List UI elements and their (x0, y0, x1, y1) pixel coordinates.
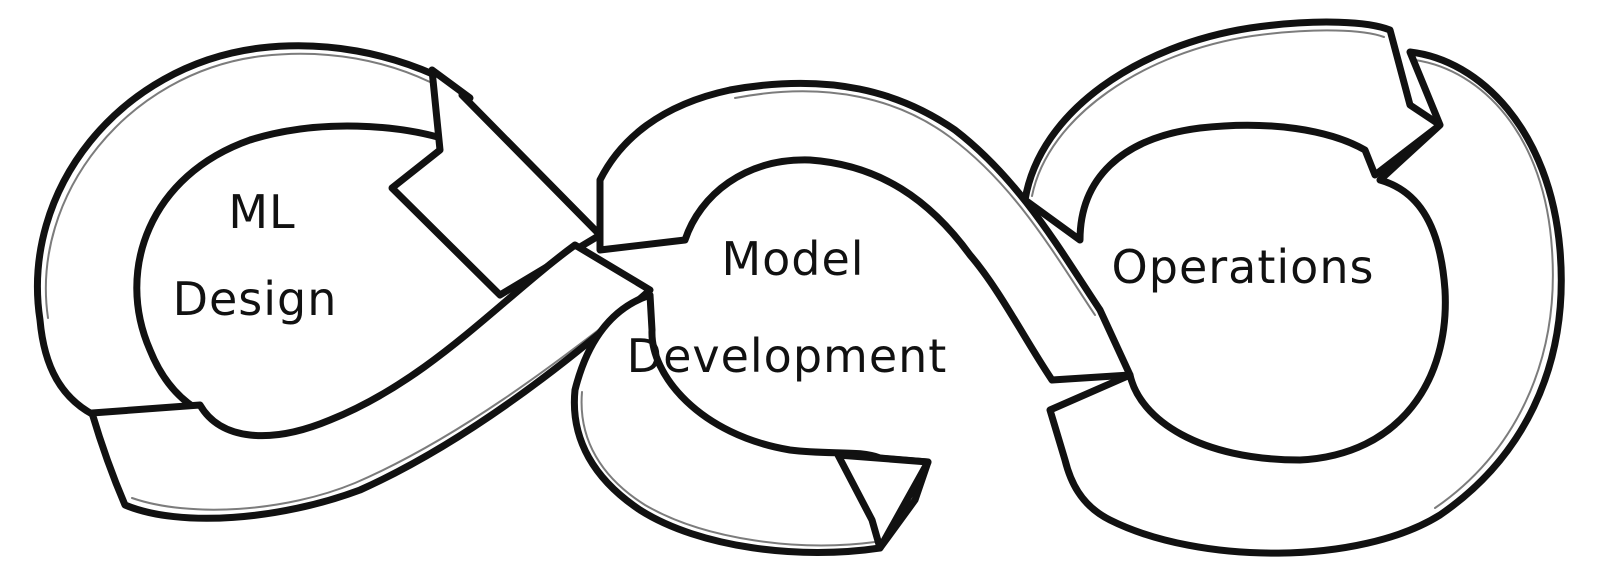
sketch-stroke (44, 52, 431, 319)
ml-design-label-line-1: ML (228, 185, 295, 239)
model-development-upper-band (596, 79, 1134, 384)
sketch-stroke (1414, 59, 1554, 509)
model-development-label-line-2: Development (627, 329, 948, 383)
sketch-texture (44, 29, 1554, 547)
operations-label: Operations (1112, 240, 1375, 294)
ml-design-lower-arc (88, 241, 654, 522)
operations-label-line-1: Operations (1112, 240, 1375, 294)
sketch-stroke (580, 391, 876, 547)
model-development-loop (570, 79, 1134, 556)
operations-upper-band (1021, 18, 1444, 244)
sketch-stroke (734, 90, 1096, 316)
sketch-stroke (131, 295, 643, 511)
sketch-stroke (1031, 29, 1385, 197)
model-development-label-line-1: Model (721, 232, 864, 286)
model-development-label: Model Development (627, 232, 948, 383)
operations-loop (1021, 18, 1565, 557)
operations-outer-band (1046, 48, 1565, 557)
ml-design-label: ML Design (173, 185, 338, 326)
ml-design-label-line-2: Design (173, 272, 338, 326)
ml-design-loop (33, 42, 654, 522)
model-development-arrowhead (834, 451, 932, 552)
